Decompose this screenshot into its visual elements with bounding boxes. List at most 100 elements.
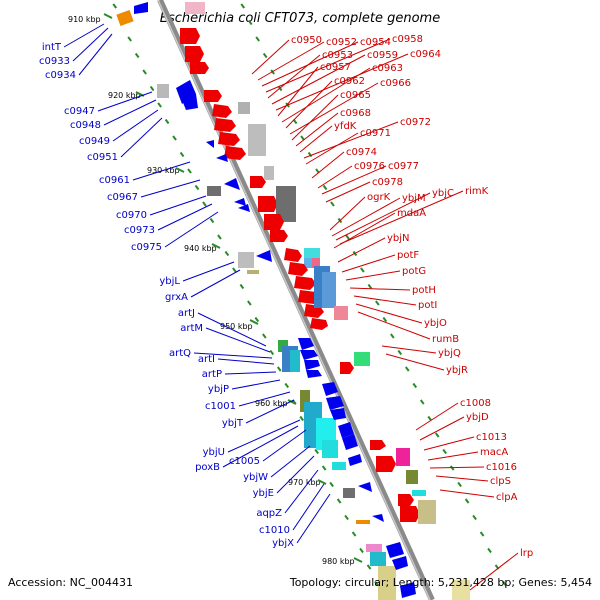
left-label-leader	[270, 445, 311, 478]
gene-label: c0966	[380, 78, 411, 89]
tick-mark	[172, 135, 177, 141]
right-label-leader	[289, 82, 379, 135]
gene-box	[412, 490, 426, 496]
tick-mark	[344, 514, 349, 521]
right-label-leader	[325, 181, 371, 203]
gene-label: c0974	[346, 147, 377, 158]
tick-mark	[262, 333, 267, 339]
tick-mark	[442, 448, 447, 455]
gene-box	[238, 102, 250, 114]
right-label-leader	[353, 295, 417, 306]
right-label-leader	[311, 151, 345, 179]
left-label-leader	[227, 419, 301, 453]
right-label-leader	[261, 41, 359, 87]
forward-gene-arrow	[264, 214, 284, 230]
right-label-leader	[341, 254, 396, 273]
accession-text: Accession: NC_004431	[8, 576, 133, 589]
left-label-leader	[222, 425, 299, 468]
forward-gene-arrow	[340, 362, 354, 374]
tick-mark	[240, 3, 246, 9]
reverse-gene-arrow	[326, 396, 344, 410]
gene-label: c0934	[45, 70, 76, 81]
reverse-gene-arrow	[348, 454, 362, 466]
gene-box	[418, 500, 436, 524]
tick-mark	[419, 399, 425, 405]
tick-mark	[382, 316, 388, 323]
tick-mark	[472, 514, 477, 521]
right-label-leader	[281, 67, 371, 123]
forward-gene-arrow	[180, 28, 200, 44]
reverse-gene-arrow	[300, 350, 318, 360]
reverse-gene-arrow	[206, 140, 214, 148]
gene-label: ybjN	[387, 233, 410, 244]
gene-label: c1010	[259, 525, 290, 536]
left-label-leader	[63, 23, 105, 48]
gene-label: c0978	[372, 177, 403, 188]
forward-gene-arrow	[258, 196, 278, 212]
gene-label: c0959	[367, 50, 398, 61]
forward-gene-arrow	[270, 230, 288, 242]
forward-gene-arrow	[370, 440, 386, 450]
left-label-leader	[296, 493, 331, 544]
gene-box	[264, 166, 274, 180]
kbp-tick-label: 980 kbp	[322, 557, 355, 566]
right-label-leader	[381, 345, 437, 354]
right-label-leader	[251, 39, 290, 75]
gene-label: c0953	[322, 50, 353, 61]
tick-mark	[360, 267, 365, 273]
right-label-leader	[355, 303, 423, 324]
gene-box	[354, 352, 370, 366]
right-label-leader	[427, 451, 479, 461]
gene-label: c0948	[70, 120, 101, 131]
right-label-leader	[429, 466, 485, 469]
gene-box	[312, 258, 320, 268]
gene-label: ybjD	[466, 412, 489, 423]
forward-gene-arrow	[212, 104, 232, 118]
reverse-gene-arrow	[322, 382, 338, 396]
gene-box	[300, 390, 310, 412]
right-label-leader	[349, 287, 411, 291]
right-label-leader	[331, 197, 401, 237]
left-label-leader	[149, 195, 207, 216]
gene-label: potF	[397, 250, 419, 261]
gene-label: artM	[180, 323, 203, 334]
tick-mark	[427, 415, 433, 422]
gene-box	[322, 272, 336, 308]
tick-mark	[366, 564, 372, 570]
kbp-tick-label: 960 kbp	[255, 399, 288, 408]
gene-label: artQ	[169, 348, 191, 359]
gene-label: yfdK	[334, 121, 357, 132]
kbp-tick-label: 940 kbp	[184, 244, 217, 253]
tick-mark	[202, 201, 207, 207]
right-label-leader	[329, 196, 366, 231]
gene-box	[304, 258, 312, 268]
right-label-leader	[295, 112, 339, 147]
left-label-leader	[132, 161, 191, 181]
gene-label: ybjU	[203, 447, 225, 458]
gene-label: ybjQ	[438, 348, 461, 359]
tick-mark	[127, 36, 132, 42]
tick-mark	[179, 151, 185, 158]
tick-mark	[142, 69, 147, 75]
reverse-gene-arrow	[224, 178, 240, 190]
gene-label: c0962	[334, 76, 365, 87]
reverse-gene-arrow	[392, 556, 408, 570]
tick-mark	[464, 498, 470, 504]
gene-label: ybjX	[272, 538, 294, 549]
gene-box	[247, 270, 259, 274]
reverse-gene-arrow	[372, 514, 384, 522]
major-tick-mark	[287, 399, 297, 405]
gene-label: lrp	[520, 548, 533, 559]
right-label-leader	[321, 165, 387, 195]
forward-gene-arrow	[398, 494, 414, 506]
gene-label: c1005	[229, 456, 260, 467]
gene-box	[116, 9, 134, 27]
right-label-leader	[271, 54, 366, 105]
gene-label: c0949	[79, 136, 110, 147]
gene-label: c1016	[486, 462, 517, 473]
gene-features	[116, 2, 470, 600]
tick-mark	[374, 580, 379, 587]
tick-mark	[314, 448, 319, 455]
